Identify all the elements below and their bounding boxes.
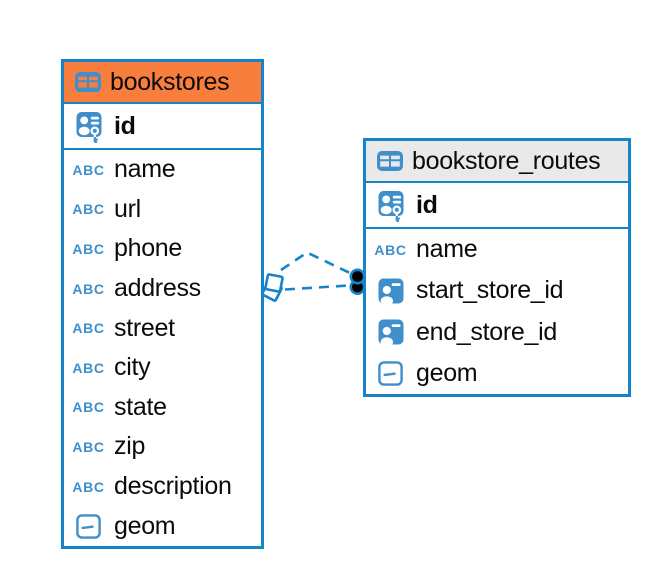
column-name: zip (114, 432, 146, 461)
column-name: city (114, 353, 151, 382)
table-header[interactable]: bookstores (64, 62, 261, 104)
column-name: end_store_id (416, 317, 557, 346)
table-title: bookstore_routes (412, 146, 601, 175)
column-row-geom[interactable]: geom (64, 506, 261, 546)
column-name: id (114, 111, 136, 140)
column-name: street (114, 313, 175, 342)
column-row-geom[interactable]: geom (366, 353, 628, 394)
column-row-street[interactable]: ABC street (64, 308, 261, 348)
text-type-icon: ABC (72, 399, 105, 416)
text-type-icon: ABC (72, 161, 105, 178)
column-name: id (416, 190, 438, 219)
column-row-city[interactable]: ABC city (64, 348, 261, 388)
column-type-icon-holder: ABC (70, 400, 107, 414)
column-name: description (114, 472, 232, 501)
text-type-icon: ABC (374, 241, 407, 258)
primary-key-section: id (366, 183, 628, 229)
column-name: geom (114, 511, 176, 540)
column-row-url[interactable]: ABC url (64, 190, 261, 230)
text-type-icon: ABC (72, 280, 105, 297)
columns-section: ABC name ABC url ABC phone ABC address A… (64, 150, 261, 546)
column-row-end_store_id[interactable]: end_store_id (366, 312, 628, 353)
column-name: phone (114, 234, 183, 263)
primary-key-section: id (64, 104, 261, 150)
column-type-icon-holder: ABC (70, 321, 107, 335)
column-type-icon-holder: ABC (372, 243, 409, 257)
entity-table-bookstore-routes[interactable]: bookstore_routes id ABC name start_store… (363, 138, 631, 397)
columns-section: ABC name start_store_id end_store_id geo… (366, 229, 628, 394)
column-row-state[interactable]: ABC state (64, 388, 261, 428)
column-row-description[interactable]: ABC description (64, 467, 261, 507)
column-name: address (114, 274, 201, 303)
column-name: state (114, 392, 167, 421)
text-type-icon: ABC (72, 438, 105, 455)
column-type-icon-holder: ABC (70, 361, 107, 375)
column-name: start_store_id (416, 276, 564, 305)
relationship-line-end-store[interactable] (284, 284, 350, 291)
column-name: name (416, 235, 478, 264)
relationship-source-marker-squares (261, 273, 284, 302)
column-row-phone[interactable]: ABC phone (64, 229, 261, 269)
text-type-icon: ABC (72, 201, 105, 218)
table-header[interactable]: bookstore_routes (366, 141, 628, 183)
text-type-icon: ABC (72, 359, 105, 376)
column-row-zip[interactable]: ABC zip (64, 427, 261, 467)
text-type-icon: ABC (72, 478, 105, 495)
column-row-address[interactable]: ABC address (64, 269, 261, 309)
column-name: name (114, 155, 176, 184)
column-type-icon-holder: ABC (70, 440, 107, 454)
column-name: geom (416, 358, 478, 387)
column-type-icon-holder: ABC (70, 163, 107, 177)
text-type-icon: ABC (72, 240, 105, 257)
column-type-icon-holder: ABC (70, 242, 107, 256)
table-title: bookstores (110, 67, 230, 96)
column-row-id[interactable]: id (64, 104, 261, 148)
relationship-target-marker-dots (349, 268, 366, 295)
column-name: url (114, 194, 141, 223)
column-row-start_store_id[interactable]: start_store_id (366, 270, 628, 311)
column-row-id[interactable]: id (366, 183, 628, 227)
column-row-name[interactable]: ABC name (64, 150, 261, 190)
column-row-name[interactable]: ABC name (366, 229, 628, 270)
text-type-icon: ABC (72, 320, 105, 337)
entity-table-bookstores[interactable]: bookstores id ABC name ABC url ABC phone… (61, 59, 264, 549)
column-type-icon-holder: ABC (70, 480, 107, 494)
column-type-icon-holder: ABC (70, 282, 107, 296)
column-type-icon-holder: ABC (70, 202, 107, 216)
relationship-line-start-store[interactable] (280, 251, 352, 275)
